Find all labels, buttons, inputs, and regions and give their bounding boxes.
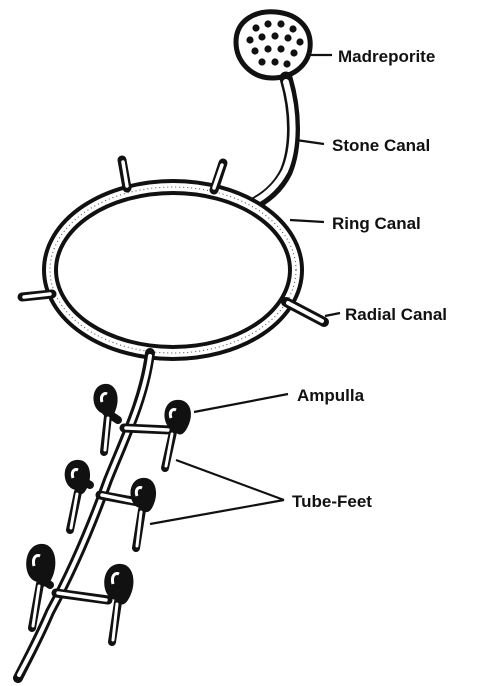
leader-lines xyxy=(150,55,340,524)
label-stone-canal: Stone Canal xyxy=(332,136,430,155)
label-ampulla: Ampulla xyxy=(297,386,365,405)
label-radial-canal: Radial Canal xyxy=(345,305,447,324)
stone-canal xyxy=(250,78,294,206)
label-madreporite: Madreporite xyxy=(338,47,435,66)
label-ring-canal: Ring Canal xyxy=(332,214,421,233)
ampulla-4 xyxy=(131,478,157,548)
radial-canal xyxy=(286,302,324,322)
madreporite xyxy=(236,12,310,78)
ampulla-3 xyxy=(65,460,90,530)
ring-canal xyxy=(50,187,296,353)
label-tube-feet: Tube-Feet xyxy=(292,492,372,511)
